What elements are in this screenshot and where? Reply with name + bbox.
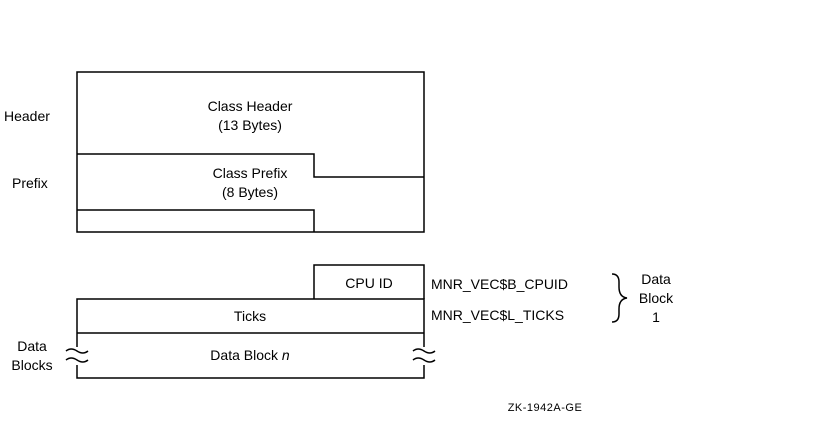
cpu-id-label: CPU ID: [345, 275, 392, 291]
header-prefix-divider: [77, 153, 424, 178]
data-blocks-side-label-line1: Data: [17, 338, 47, 354]
data-block-n-label: Data Block n: [210, 347, 290, 363]
data-blocks-structure: [65, 264, 436, 379]
data-block-n-box: [76, 365, 425, 379]
class-header-box: [76, 71, 425, 233]
data-block-n-text: Data Block: [210, 347, 282, 363]
cpu-id-box: [313, 264, 425, 299]
ticks-label: Ticks: [234, 308, 266, 324]
data-block-1-brace: [611, 273, 628, 323]
data-block-n-italic: n: [282, 347, 290, 363]
class-prefix-size: (8 Bytes): [222, 184, 278, 200]
right-break-mark-bottom: [412, 357, 436, 363]
prefix-side-label: Prefix: [12, 175, 48, 191]
ticks-field-name: MNR_VEC$L_TICKS: [431, 307, 564, 323]
left-break-mark-top: [65, 348, 89, 354]
class-header-prefix-block: [76, 71, 425, 233]
data-blocks-side-label-line2: Blocks: [11, 357, 52, 373]
class-prefix-title: Class Prefix: [213, 165, 288, 181]
figure-id: ZK-1942A-GE: [508, 402, 583, 414]
brace-label-line2: Block: [639, 290, 674, 306]
class-header-size: (13 Bytes): [218, 117, 282, 133]
class-header-title: Class Header: [208, 98, 293, 114]
ticks-box: [76, 298, 425, 347]
cpuid-field-name: MNR_VEC$B_CPUID: [431, 276, 568, 292]
brace-label-line1: Data: [641, 271, 671, 287]
right-break-mark-top: [412, 348, 436, 354]
left-break-mark-bottom: [65, 357, 89, 363]
header-side-label: Header: [4, 108, 50, 124]
prefix-bottom-divider: [77, 209, 315, 232]
brace-label-line3: 1: [652, 309, 660, 325]
